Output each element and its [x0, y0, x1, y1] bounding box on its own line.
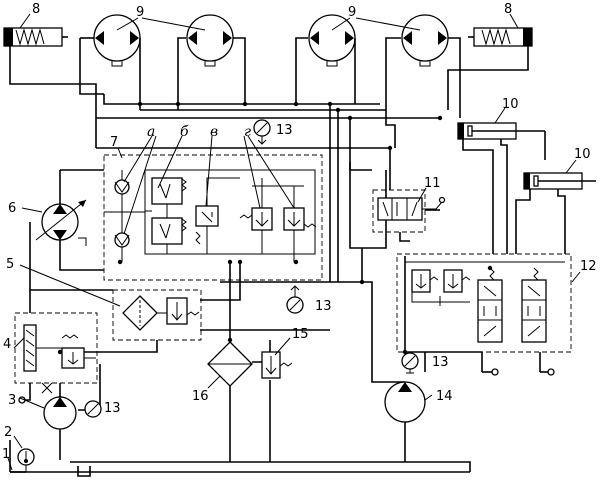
hydraulic-motor-9-2 [186, 14, 234, 67]
hydraulic-motor-9-1 [93, 14, 141, 67]
label-9-right: 9 [348, 5, 356, 20]
label-3: 3 [8, 393, 16, 408]
label-6: 6 [8, 201, 16, 216]
pump-14 [384, 381, 426, 423]
hydraulic-motor-9-3 [308, 14, 356, 67]
relief-valve-15 [261, 351, 293, 379]
pressure-gauge-13-pump14 [401, 352, 419, 374]
label-16: 16 [192, 389, 209, 404]
spring-cylinder-8-right [468, 27, 533, 47]
thermometer-2 [17, 448, 35, 472]
label-g: г [244, 124, 251, 140]
control-block-7 [104, 169, 317, 262]
hydraulic-cylinder-10-upper [457, 122, 545, 140]
filter-16 [207, 341, 253, 387]
label-14: 14 [436, 389, 453, 404]
filter-block-5 [122, 295, 200, 331]
label-12: 12 [580, 259, 597, 274]
spring-cylinder-8-left [3, 27, 68, 47]
hydraulic-motor-9-4 [401, 14, 449, 67]
pump-3 [43, 396, 77, 430]
directional-valve-11 [377, 196, 446, 221]
leader-lines [7, 13, 581, 471]
label-1: 1 [2, 447, 10, 462]
label-15: 15 [292, 327, 309, 342]
piping [9, 37, 566, 473]
label-7: 7 [110, 135, 118, 150]
block-12-levers[interactable] [491, 368, 555, 376]
distributor-block-4-boundary [14, 312, 98, 384]
valve-11-boundary [372, 189, 426, 233]
label-8-right: 8 [504, 2, 512, 17]
label-13-mid: 13 [315, 299, 332, 314]
label-a: а [147, 124, 155, 140]
pressure-gauge-13-top [253, 119, 271, 145]
label-13-pump14: 13 [432, 355, 449, 370]
label-b: б [180, 124, 189, 140]
pressure-gauge-13-mid [286, 285, 304, 314]
label-8-left: 8 [32, 2, 40, 17]
filter-block-5-boundary [112, 289, 202, 341]
valve-block-12 [405, 261, 565, 343]
label-11: 11 [424, 176, 441, 191]
label-4: 4 [3, 337, 11, 352]
label-v: в [210, 124, 218, 140]
label-13-top: 13 [276, 123, 293, 138]
label-5: 5 [6, 257, 14, 272]
distributor-4 [23, 324, 96, 394]
label-2: 2 [4, 425, 12, 440]
control-block-7-boundary [103, 154, 323, 281]
label-13-pump3: 13 [104, 401, 121, 416]
label-9-left: 9 [136, 5, 144, 20]
tank-1 [10, 466, 91, 477]
label-10-upper: 10 [502, 97, 519, 112]
label-10-lower: 10 [574, 147, 591, 162]
variable-pump-6 [35, 199, 87, 246]
hydraulic-cylinder-10-lower [523, 172, 596, 190]
pressure-gauge-13-pump3 [84, 400, 102, 418]
